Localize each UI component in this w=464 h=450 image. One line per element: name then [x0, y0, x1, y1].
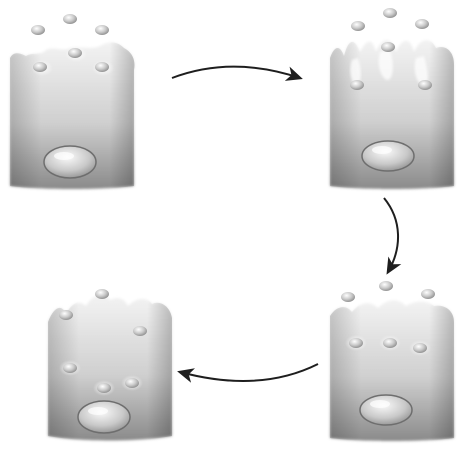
- nucleus: [78, 401, 130, 433]
- particle: [349, 338, 363, 348]
- cell-stage-2: [330, 8, 454, 189]
- particle: [383, 338, 397, 348]
- arrow-stage3-to-stage4: [180, 364, 318, 381]
- particle: [63, 363, 77, 373]
- arrow-stage1-to-stage2: [172, 67, 300, 78]
- particle: [95, 25, 109, 35]
- particle: [415, 19, 429, 29]
- particle: [97, 383, 111, 393]
- particle: [351, 21, 365, 31]
- particle: [379, 281, 393, 291]
- particle: [31, 25, 45, 35]
- particle: [413, 343, 427, 353]
- particle: [341, 292, 355, 302]
- particle: [350, 80, 364, 90]
- cell-stage-4: [48, 289, 172, 441]
- particle: [95, 289, 109, 299]
- arrow-stage2-to-stage3: [384, 198, 398, 272]
- particle: [59, 310, 73, 320]
- nucleus: [362, 141, 414, 171]
- nucleus: [360, 395, 412, 425]
- particle: [95, 62, 109, 72]
- nucleus: [44, 146, 96, 178]
- cell-stage-1: [10, 14, 135, 189]
- particle: [33, 62, 47, 72]
- particle: [125, 378, 139, 388]
- particle: [133, 326, 147, 336]
- cell-stage-3: [330, 281, 454, 441]
- particle: [68, 48, 82, 58]
- particle: [381, 42, 395, 52]
- particle: [63, 14, 77, 24]
- particle: [421, 289, 435, 299]
- particle: [383, 8, 397, 18]
- particle: [418, 80, 432, 90]
